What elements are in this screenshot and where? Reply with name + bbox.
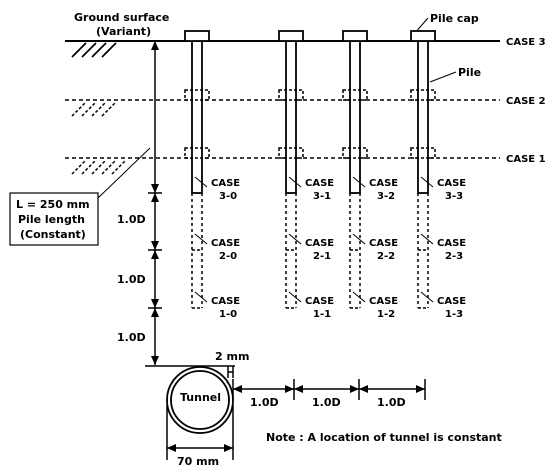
pile-cap-case1 bbox=[278, 147, 304, 159]
ground-hatch-solid bbox=[71, 42, 117, 58]
pile-cap-case1 bbox=[410, 147, 436, 159]
variant-label: (Variant) bbox=[96, 25, 151, 38]
case-label-word: CASE bbox=[437, 178, 466, 189]
case-label-word: CASE bbox=[305, 178, 334, 189]
gap-label: 2 mm bbox=[215, 350, 249, 363]
case-leader bbox=[194, 176, 208, 188]
pile-length-note: (Constant) bbox=[20, 228, 86, 241]
spacing-vertical-3: 1.0D bbox=[117, 331, 146, 344]
case-leader bbox=[288, 291, 302, 303]
pile-shaft-case3 bbox=[191, 40, 203, 194]
case-label-word: CASE bbox=[211, 238, 240, 249]
pile-length-leader bbox=[97, 147, 151, 199]
gap-marker bbox=[227, 366, 234, 378]
case-leader bbox=[194, 291, 208, 303]
horizontal-spacing-ticks bbox=[232, 379, 426, 400]
diameter-arrow-left bbox=[167, 444, 176, 452]
case-label-id: 3-0 bbox=[219, 191, 237, 202]
horizontal-spacing-arrows bbox=[233, 385, 425, 393]
case-label-id: 2-0 bbox=[219, 251, 237, 262]
pile-label: Pile bbox=[458, 66, 481, 79]
tunnel-label: Tunnel bbox=[180, 391, 221, 404]
case-label-id: 3-3 bbox=[445, 191, 463, 202]
pile-cap-case2 bbox=[184, 89, 210, 101]
case-label-id: 2-1 bbox=[313, 251, 331, 262]
pile-cap-label: Pile cap bbox=[430, 12, 479, 25]
case-label-id: 3-2 bbox=[377, 191, 395, 202]
spacing-horizontal-1: 1.0D bbox=[250, 396, 279, 409]
spacing-vertical-1: 1.0D bbox=[117, 213, 146, 226]
case-label-id: 1-0 bbox=[219, 309, 237, 320]
case-label-word: CASE bbox=[305, 238, 334, 249]
pile-cap-case1 bbox=[342, 147, 368, 159]
pile-cap bbox=[410, 30, 436, 42]
case-label-word: CASE bbox=[211, 296, 240, 307]
dimension-arrows bbox=[151, 41, 159, 365]
pile-length-box bbox=[9, 192, 99, 246]
case-leader bbox=[420, 291, 434, 303]
pile-cap bbox=[278, 30, 304, 42]
pile-cap-case2 bbox=[410, 89, 436, 101]
spacing-horizontal-3: 1.0D bbox=[377, 396, 406, 409]
case-label-word: CASE bbox=[369, 178, 398, 189]
case3-level-label: CASE 3 bbox=[506, 37, 546, 48]
pile-leader bbox=[429, 71, 457, 83]
pile-shaft-case3 bbox=[285, 40, 297, 194]
pile-cap bbox=[184, 30, 210, 42]
case-leader bbox=[420, 233, 434, 245]
case-leader bbox=[288, 176, 302, 188]
spacing-horizontal-2: 1.0D bbox=[312, 396, 341, 409]
case-label-id: 3-1 bbox=[313, 191, 331, 202]
case-label-word: CASE bbox=[437, 296, 466, 307]
case-label-id: 1-1 bbox=[313, 309, 331, 320]
case-label-id: 2-3 bbox=[445, 251, 463, 262]
pile-length-value: L = 250 mm bbox=[16, 198, 90, 211]
case-leader bbox=[352, 176, 366, 188]
case-leader bbox=[352, 291, 366, 303]
case-label-id: 1-3 bbox=[445, 309, 463, 320]
ground-hatch-dashed-case1 bbox=[71, 159, 127, 175]
case2-level-label: CASE 2 bbox=[506, 96, 546, 107]
ground-hatch-dashed-case2 bbox=[71, 101, 117, 117]
pile-cap-case2 bbox=[278, 89, 304, 101]
case-leader bbox=[420, 176, 434, 188]
dimension-ticks bbox=[148, 192, 162, 309]
case-label-word: CASE bbox=[305, 296, 334, 307]
case-label-id: 2-2 bbox=[377, 251, 395, 262]
case-leader bbox=[288, 233, 302, 245]
case1-level-label: CASE 1 bbox=[506, 154, 546, 165]
case-label-word: CASE bbox=[369, 238, 398, 249]
case-label-word: CASE bbox=[369, 296, 398, 307]
case-leader bbox=[352, 233, 366, 245]
tunnel-inner bbox=[170, 370, 230, 430]
case-leader bbox=[194, 233, 208, 245]
case-label-id: 1-2 bbox=[377, 309, 395, 320]
pile-shaft-case3 bbox=[349, 40, 361, 194]
piles-group: CASE3-0CASE3-1CASE3-2CASE3-3CASE2-0CASE2… bbox=[184, 30, 466, 320]
case-label-word: CASE bbox=[437, 238, 466, 249]
tunnel-location-note: Note : A location of tunnel is constant bbox=[266, 431, 502, 444]
case-label-word: CASE bbox=[211, 178, 240, 189]
spacing-vertical-2: 1.0D bbox=[117, 273, 146, 286]
pile-cap bbox=[342, 30, 368, 42]
ground-surface-label: Ground surface bbox=[74, 11, 169, 24]
pile-length-title: Pile length bbox=[18, 213, 85, 226]
diameter-label: 70 mm bbox=[177, 455, 219, 467]
pile-cap-case1 bbox=[184, 147, 210, 159]
pile-shaft-case3 bbox=[417, 40, 429, 194]
diameter-arrow-right bbox=[224, 444, 233, 452]
pile-cap-case2 bbox=[342, 89, 368, 101]
